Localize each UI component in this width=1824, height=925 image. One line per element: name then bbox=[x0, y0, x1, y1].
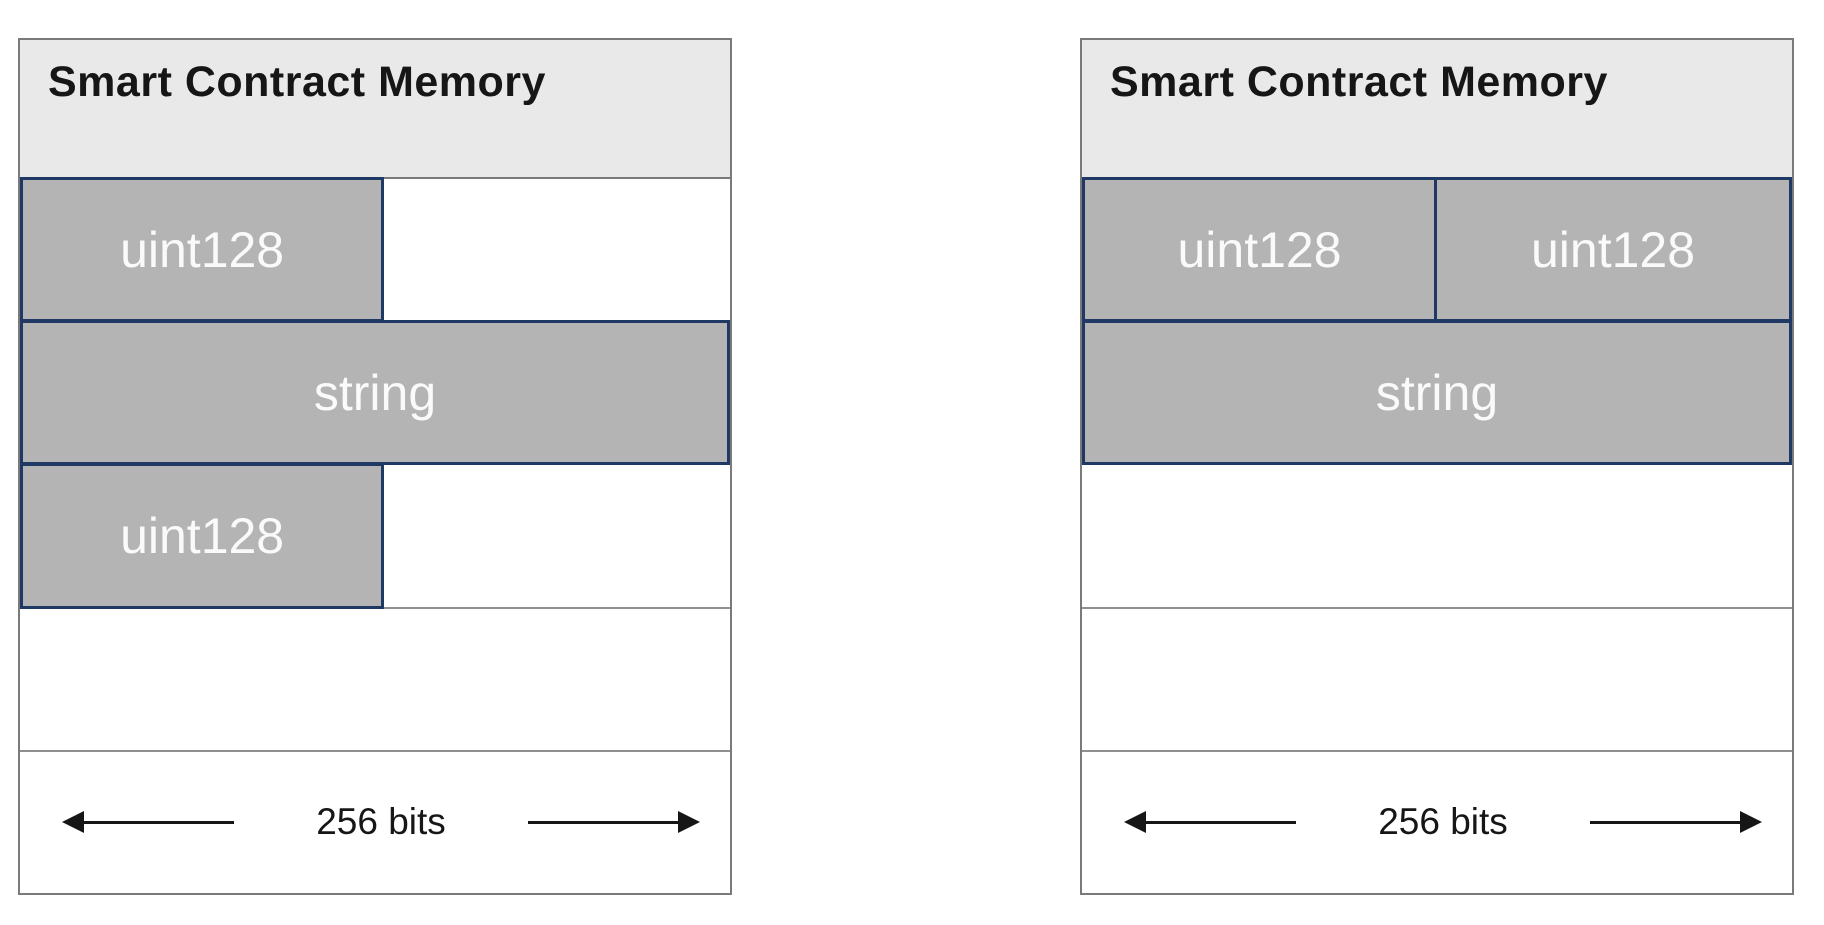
memory-slot-row: string bbox=[1082, 320, 1792, 466]
arrow-shaft bbox=[528, 820, 678, 824]
memory-block-label: string bbox=[313, 364, 437, 421]
memory-block-uint128: uint128 bbox=[1437, 177, 1792, 323]
memory-slot-row: uint128 uint128 bbox=[1082, 177, 1792, 323]
left-arrow-icon bbox=[1124, 811, 1296, 834]
memory-block-label: uint128 bbox=[120, 221, 285, 278]
right-arrow-icon bbox=[528, 811, 700, 834]
memory-slot-row: string bbox=[20, 320, 730, 466]
left-arrowhead bbox=[62, 811, 84, 834]
right-arrowhead bbox=[678, 811, 700, 834]
right-arrowhead bbox=[1740, 811, 1762, 834]
memory-block-label: string bbox=[1375, 364, 1499, 421]
left-arrowhead bbox=[1124, 811, 1146, 834]
panel-title: Smart Contract Memory bbox=[1110, 58, 1608, 106]
memory-slot-row-empty bbox=[1082, 465, 1792, 609]
panel-header: Smart Contract Memory bbox=[1082, 40, 1792, 179]
memory-block-string: string bbox=[1082, 320, 1792, 466]
memory-panel-packed: Smart Contract Memory uint128 uint128 st… bbox=[1080, 38, 1794, 895]
memory-block-string: string bbox=[20, 320, 730, 466]
memory-block-uint128: uint128 bbox=[20, 463, 385, 609]
bit-width-row: 256 bits bbox=[1082, 751, 1792, 894]
memory-block-uint128: uint128 bbox=[20, 177, 385, 323]
memory-slot-row: uint128 bbox=[20, 463, 730, 609]
arrow-shaft bbox=[1590, 820, 1740, 824]
memory-block-uint128: uint128 bbox=[1082, 177, 1437, 323]
memory-block-label: uint128 bbox=[120, 508, 285, 564]
bit-width-label: 256 bits bbox=[316, 801, 446, 843]
bit-width-row: 256 bits bbox=[20, 751, 730, 894]
memory-slot-row-empty bbox=[20, 608, 730, 752]
memory-slot-row-empty bbox=[1082, 608, 1792, 752]
arrow-shaft bbox=[84, 820, 234, 824]
memory-block-label: uint128 bbox=[1177, 221, 1342, 278]
left-arrow-icon bbox=[62, 811, 234, 834]
arrow-shaft bbox=[1146, 820, 1296, 824]
memory-slot-row: uint128 bbox=[20, 177, 730, 323]
panel-header: Smart Contract Memory bbox=[20, 40, 730, 179]
panel-title: Smart Contract Memory bbox=[48, 58, 546, 106]
memory-panel-unpacked: Smart Contract Memory uint128 string uin… bbox=[18, 38, 732, 895]
right-arrow-icon bbox=[1590, 811, 1762, 834]
memory-block-label: uint128 bbox=[1530, 221, 1696, 278]
bit-width-label: 256 bits bbox=[1378, 801, 1508, 843]
